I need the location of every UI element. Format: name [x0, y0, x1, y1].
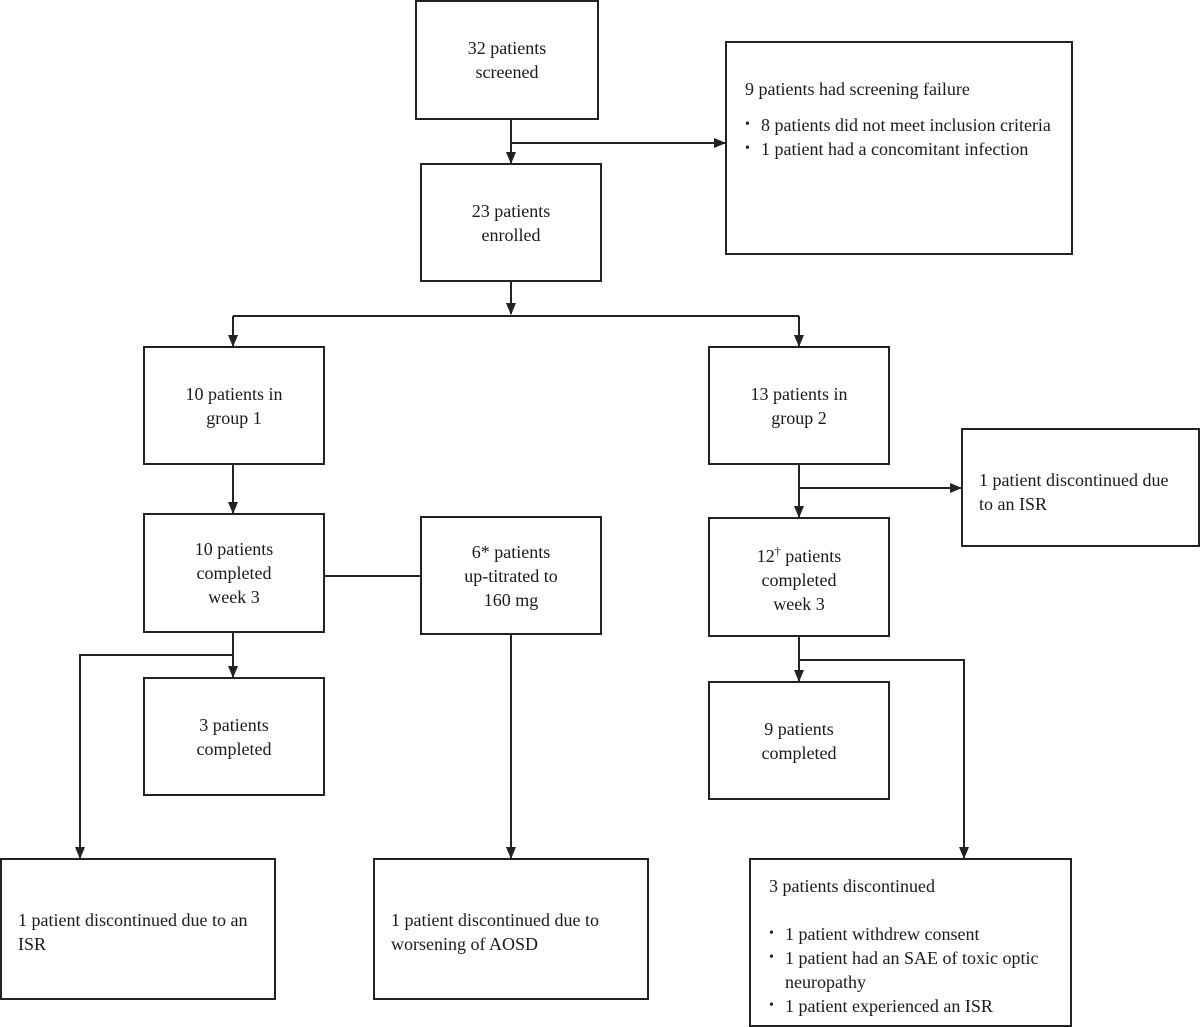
- group1-discontinued-text: 1 patient discontinued due to an ISR: [18, 910, 248, 954]
- screened-box: 32 patients screened: [415, 0, 599, 120]
- screened-line2: screened: [475, 62, 539, 82]
- screening-failure-item: 8 patients did not meet inclusion criter…: [745, 113, 1053, 137]
- uptitrated-discontinued-text: 1 patient discontinued due to worsening …: [391, 910, 599, 954]
- group2-week3-line1-rest: patients: [780, 545, 842, 566]
- group2-box: 13 patients in group 2: [708, 346, 890, 465]
- group2-discontinued-isr-box: 1 patient discontinued due to an ISR: [961, 428, 1200, 547]
- uptitrated-line3: 160 mg: [483, 589, 539, 610]
- group1-week3-line1: 10 patients: [194, 539, 274, 559]
- group2-week3-box: 12† patients completed week 3: [708, 517, 890, 637]
- group1-line1: 10 patients in: [185, 383, 283, 404]
- group2-final-discontinued-title: 3 patients discontinued: [769, 876, 935, 896]
- screening-failure-item: 1 patient had a concomitant infection: [745, 137, 1053, 161]
- uptitrated-box: 6* patients up-titrated to 160 mg: [420, 516, 602, 635]
- group1-line2: group 1: [206, 407, 262, 428]
- group2-final-discontinued-item: 1 patient had an SAE of toxic optic neur…: [769, 946, 1052, 994]
- screening-failure-box: 9 patients had screening failure 8 patie…: [725, 41, 1073, 255]
- enrolled-line1: 23 patients: [471, 200, 551, 221]
- enrolled-line2: enrolled: [481, 224, 541, 245]
- group2-line2: group 2: [771, 407, 827, 428]
- group1-box: 10 patients in group 1: [143, 346, 325, 465]
- group2-final-discontinued-item: 1 patient experienced an ISR: [769, 994, 1052, 1018]
- arrow-g2-to-final-discontinued: [799, 659, 969, 859]
- group1-discontinued-box: 1 patient discontinued due to an ISR: [0, 858, 276, 1000]
- group2-completed-box: 9 patients completed: [708, 681, 890, 800]
- group2-completed-line1: 9 patients: [764, 718, 834, 739]
- dagger-mark: †: [774, 543, 781, 558]
- group1-completed-line2: completed: [196, 738, 272, 759]
- enrolled-box: 23 patients enrolled: [420, 163, 602, 282]
- group2-week3-line3: week 3: [773, 593, 825, 614]
- group2-final-discontinued-box: 3 patients discontinued 1 patient withdr…: [749, 858, 1072, 1027]
- uptitrated-line2: up-titrated to: [464, 565, 558, 586]
- group2-week3-line2: completed: [761, 569, 837, 590]
- group1-week3-box: 10 patients completed week 3: [143, 513, 325, 633]
- uptitrated-discontinued-box: 1 patient discontinued due to worsening …: [373, 858, 649, 1000]
- screened-line1: 32 patients: [467, 38, 547, 58]
- group1-week3-line2: completed: [196, 563, 272, 583]
- group1-completed-box: 3 patients completed: [143, 677, 325, 796]
- group2-final-discontinued-item: 1 patient withdrew consent: [769, 922, 1052, 946]
- group2-week3-line1: 12† patients: [757, 539, 842, 568]
- group2-completed-line2: completed: [761, 742, 837, 763]
- screening-failure-list: 8 patients did not meet inclusion criter…: [745, 113, 1053, 161]
- group2-line1: 13 patients in: [750, 383, 848, 404]
- screening-failure-title: 9 patients had screening failure: [745, 79, 970, 99]
- group1-week3-line3: week 3: [208, 587, 260, 607]
- group2-final-discontinued-list: 1 patient withdrew consent 1 patient had…: [769, 922, 1052, 1018]
- arrow-g1-to-discontinued: [75, 654, 233, 859]
- uptitrated-line1: 6* patients: [471, 541, 551, 562]
- group1-completed-line1: 3 patients: [199, 714, 269, 735]
- group2-week3-count: 12: [756, 545, 775, 566]
- group2-discontinued-isr-text: 1 patient discontinued due to an ISR: [979, 470, 1169, 514]
